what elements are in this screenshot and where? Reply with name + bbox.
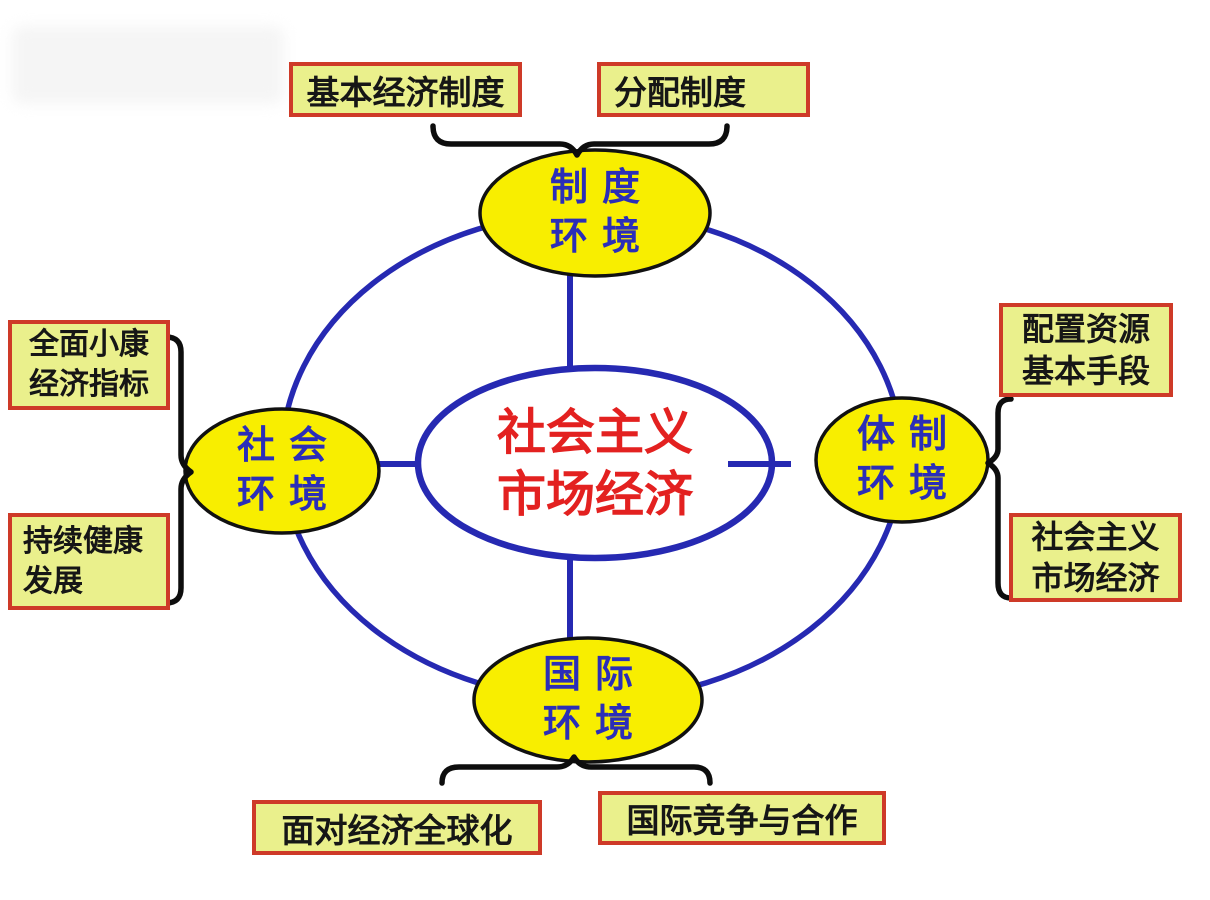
node-line1: 国际 [542,654,647,696]
tag-xiaokang-indicators: 全面小康 经济指标 [8,320,170,410]
brace-bottom [439,754,713,786]
tag-resource-allocation: 配置资源 基本手段 [999,303,1173,397]
center-line2: 市场经济 [496,468,693,522]
tag-text: 基本经济制度 [306,73,505,111]
tag-text: 分配制度 [614,73,746,111]
center-line1: 社会主义 [496,406,693,460]
node-line1: 制度 [549,167,654,209]
tag-text-line1: 社会主义 [1031,518,1160,555]
node-label-international-environment: 国际 环境 [473,651,703,749]
tag-text-line1: 配置资源 [1021,311,1150,347]
node-ellipse-left [183,407,381,535]
tag-text-line1: 持续健康 [23,524,143,558]
tag-text-line2: 经济指标 [29,368,149,401]
tag-text-line2: 发展 [23,564,83,598]
tag-international-competition: 国际竞争与合作 [598,791,886,845]
tag-text-line2: 市场经济 [1031,559,1160,596]
node-label-institutional-environment: 制度 环境 [480,164,710,262]
tag-sustained-development: 持续健康 发展 [8,513,170,610]
node-line2: 环境 [856,463,961,505]
tag-economic-globalization: 面对经济全球化 [252,800,542,855]
node-label-social-environment: 社会 环境 [167,422,397,520]
node-line2: 环境 [549,216,654,258]
tag-text: 国际竞争与合作 [626,802,858,839]
brace-left [163,334,194,606]
node-line2: 环境 [236,474,341,516]
center-title: 社会主义 市场经济 [418,402,772,526]
node-line1: 体制 [856,414,961,456]
brace-right [985,396,1014,601]
brace-top [430,123,730,158]
tag-text-line1: 全面小康 [29,328,149,361]
node-line1: 社会 [236,425,341,467]
node-ellipse-top [478,148,712,278]
tag-distribution-system: 分配制度 [597,62,810,117]
tag-basic-economic-system: 基本经济制度 [289,62,522,117]
tag-socialist-market-economy: 社会主义 市场经济 [1009,513,1182,602]
node-line2: 环境 [542,703,647,745]
tag-text-line2: 基本手段 [1021,353,1150,389]
node-ellipse-bottom [472,636,704,764]
tag-text: 面对经济全球化 [281,811,513,849]
background-smudge [12,26,284,104]
node-label-system-environment: 体制 环境 [787,411,1017,509]
